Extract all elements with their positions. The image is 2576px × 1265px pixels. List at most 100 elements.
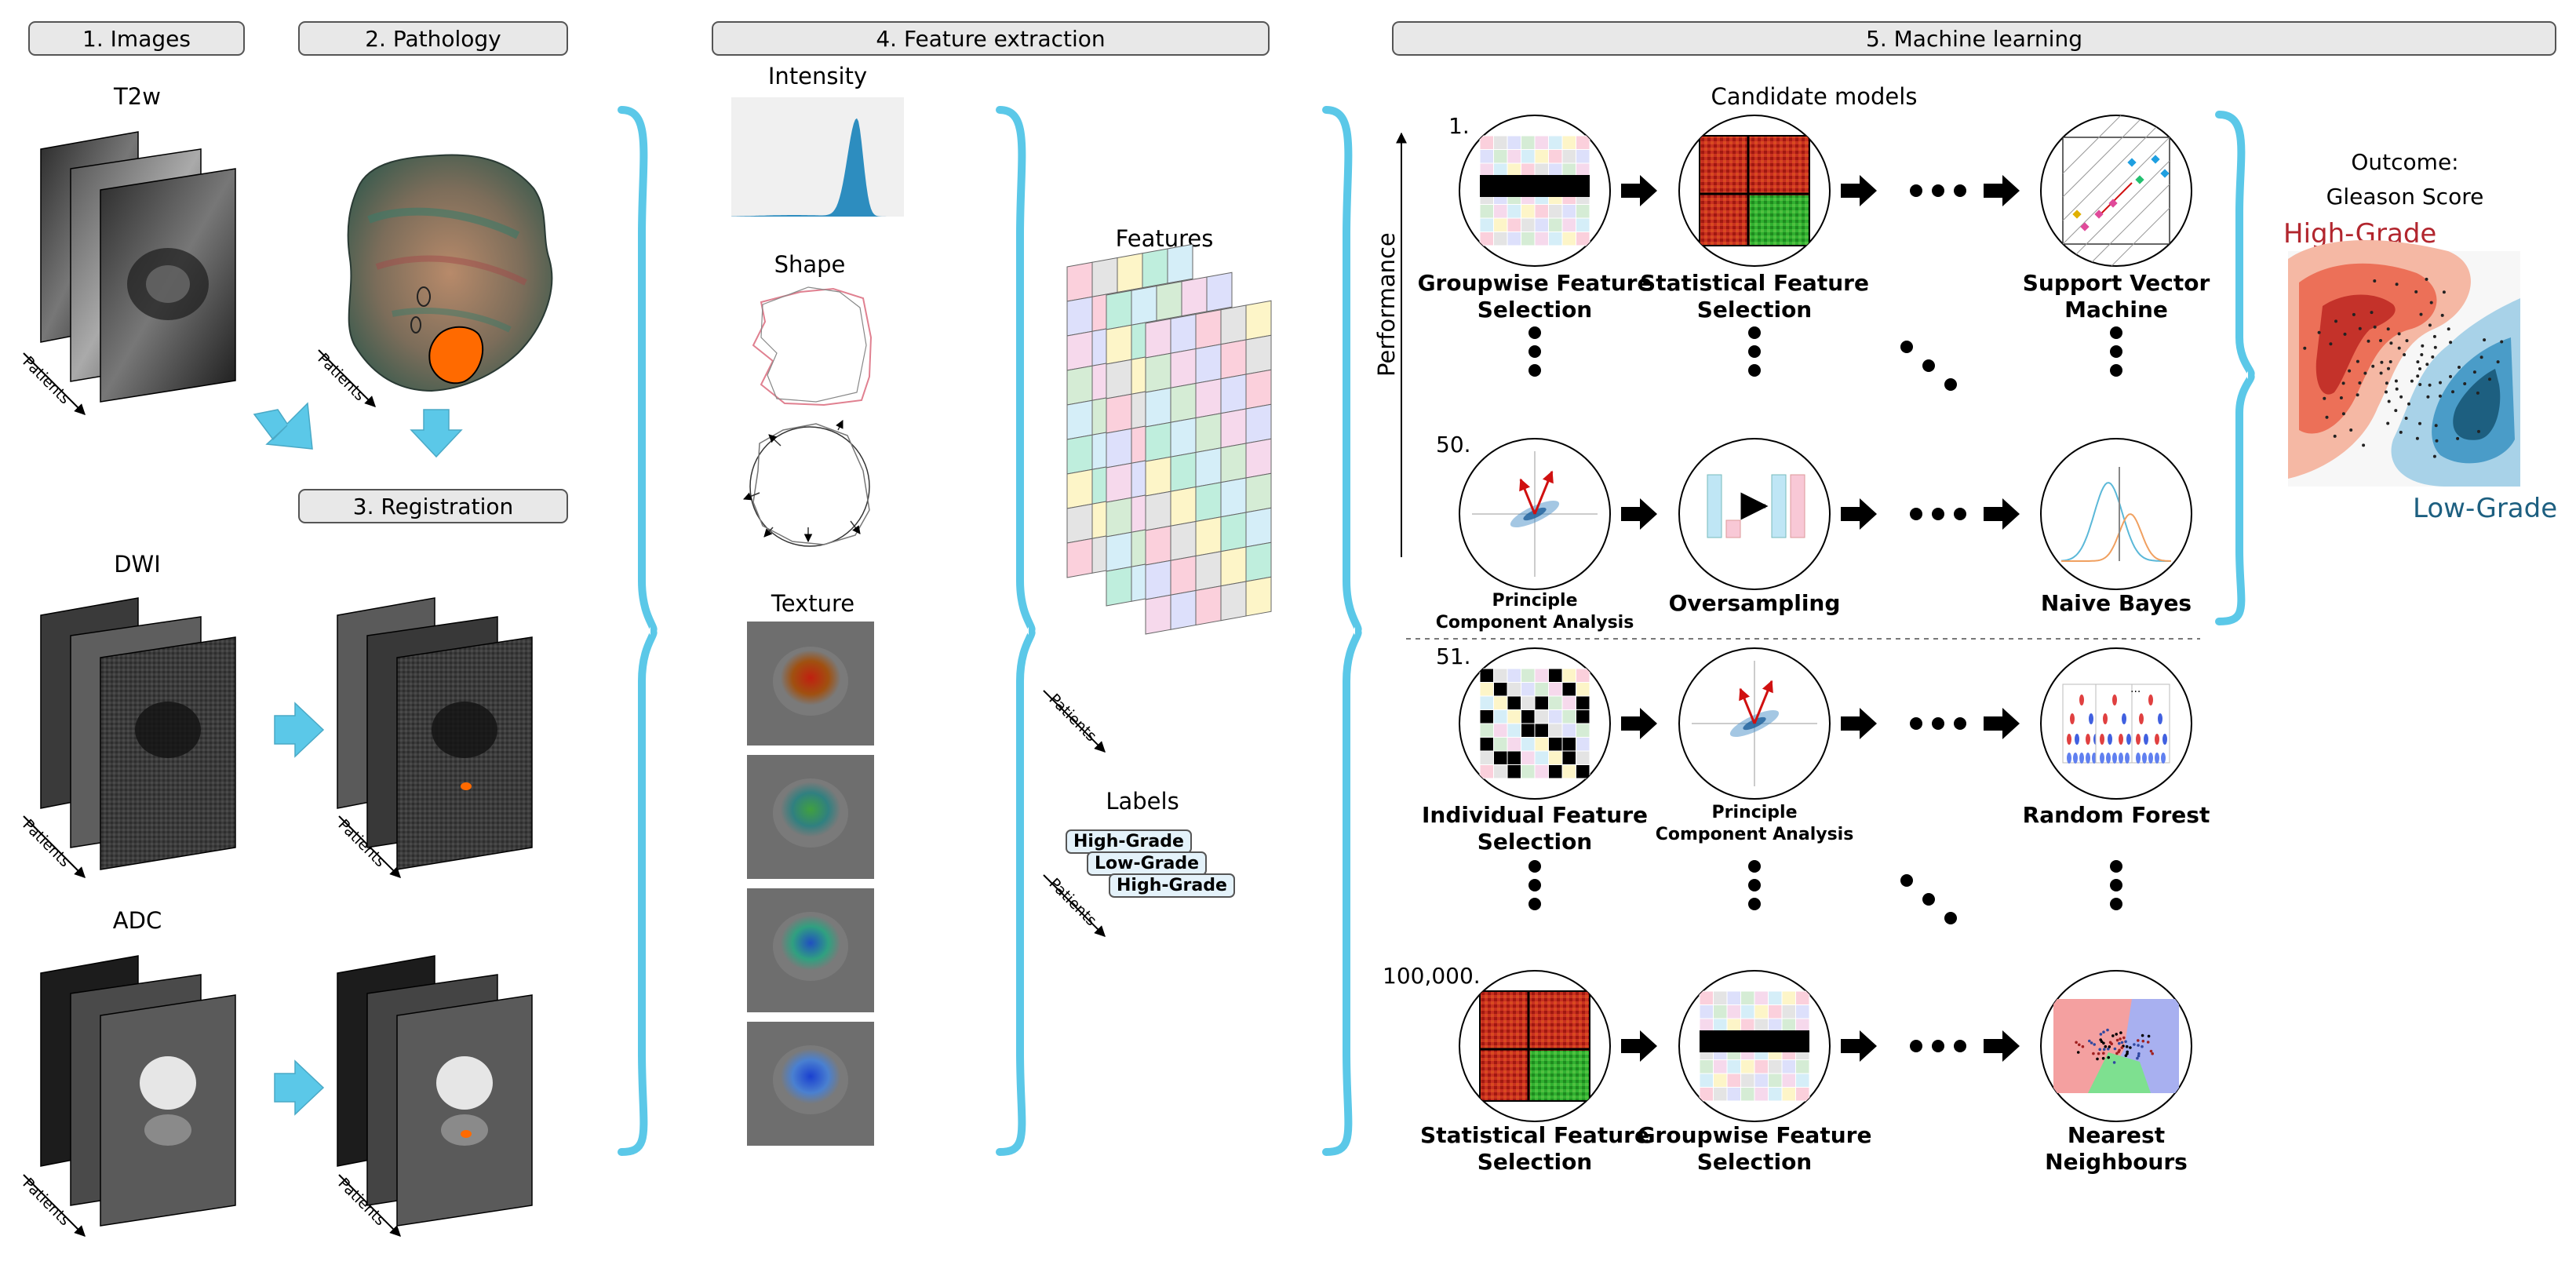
feature-cell bbox=[1220, 581, 1247, 622]
svm-margin bbox=[2062, 160, 2170, 266]
outcome-point bbox=[2395, 283, 2399, 286]
feature-cell bbox=[1145, 490, 1171, 531]
outcome-point bbox=[2303, 346, 2307, 350]
grid-cell bbox=[1507, 695, 1521, 710]
outcome-point bbox=[2399, 430, 2403, 434]
outcome-point bbox=[2388, 360, 2392, 363]
ellipsis-dot bbox=[2110, 326, 2122, 339]
flow-arrow bbox=[1841, 1030, 1877, 1062]
grid-cell bbox=[1493, 217, 1508, 232]
outcome-point bbox=[2341, 412, 2345, 416]
label-card-3: High-Grade bbox=[1109, 873, 1235, 898]
knn-point bbox=[2141, 1039, 2145, 1043]
label-card-2: Low-Grade bbox=[1087, 851, 1208, 876]
grid-cell bbox=[1561, 764, 1576, 779]
grid-cell bbox=[1576, 737, 1590, 752]
grid-cell bbox=[1699, 1087, 1714, 1102]
knn-point bbox=[2125, 1044, 2129, 1048]
model-label-r2c2: Oversampling bbox=[1669, 590, 1841, 617]
grid-cell bbox=[1493, 764, 1508, 779]
ellipsis-dot bbox=[1954, 508, 1966, 520]
grid-cell bbox=[1795, 1073, 1810, 1088]
grid-cell bbox=[1521, 682, 1536, 697]
outcome-point bbox=[2428, 323, 2432, 327]
grid-cell bbox=[1781, 1004, 1796, 1019]
svm-point bbox=[2080, 222, 2090, 231]
outcome-point bbox=[2456, 436, 2460, 440]
knn-point bbox=[2075, 1041, 2078, 1044]
outcome-point bbox=[2418, 367, 2421, 370]
grid-cell bbox=[1479, 149, 1494, 164]
rf-node bbox=[2067, 734, 2071, 745]
outcome-point bbox=[2341, 381, 2345, 385]
rf-leaf bbox=[2136, 753, 2141, 764]
outcome-point bbox=[2405, 339, 2409, 343]
knn-point bbox=[2102, 1041, 2105, 1045]
grid-cell bbox=[1534, 231, 1549, 246]
outcome-point bbox=[2348, 369, 2352, 373]
svm-point bbox=[2151, 155, 2160, 164]
feature-cell bbox=[1195, 378, 1222, 419]
grid-cell bbox=[1561, 737, 1576, 752]
knn-point bbox=[2151, 1052, 2154, 1055]
adc-stack bbox=[40, 955, 236, 1227]
ellipsis-dot bbox=[1954, 1040, 1966, 1052]
rf-node bbox=[2136, 734, 2141, 745]
grid-cell bbox=[1534, 750, 1549, 765]
svm-vector bbox=[2100, 182, 2133, 215]
grid-cell bbox=[1479, 764, 1494, 779]
selected-group-bar bbox=[1700, 1030, 1809, 1052]
feature-cell bbox=[1195, 413, 1222, 454]
feature-cell bbox=[1220, 443, 1247, 483]
ellipsis-dot bbox=[1900, 341, 1913, 353]
grid-cell bbox=[1493, 737, 1508, 752]
grid-cell bbox=[1768, 1018, 1783, 1033]
outcome-point bbox=[2362, 443, 2366, 447]
ellipsis-dot bbox=[1932, 508, 1944, 520]
grid-cell bbox=[1781, 1087, 1796, 1102]
feature-cell bbox=[1195, 551, 1222, 592]
grid-cell bbox=[1534, 204, 1549, 219]
feature-cell bbox=[1106, 497, 1132, 538]
grid-cell bbox=[1521, 149, 1536, 164]
knn-plot bbox=[2053, 999, 2179, 1093]
cyan-arrows-images bbox=[253, 402, 463, 1116]
grid-cell bbox=[1534, 764, 1549, 779]
outcome-point bbox=[2463, 382, 2467, 385]
outcome-point bbox=[2394, 409, 2398, 413]
feature-cell bbox=[1245, 472, 1272, 513]
grid-cell bbox=[1493, 723, 1508, 738]
flow-arrow bbox=[1841, 498, 1877, 530]
model-circle bbox=[2040, 438, 2192, 590]
feature-cell bbox=[1170, 589, 1197, 630]
ellipsis-dot bbox=[1748, 326, 1761, 339]
grid-cell bbox=[1740, 990, 1755, 1005]
grid-cell bbox=[1548, 162, 1563, 177]
flow-arrow bbox=[1621, 175, 1657, 206]
svm-point bbox=[2160, 169, 2170, 178]
outcome-point bbox=[2432, 454, 2436, 458]
ellipsis-dot bbox=[2110, 860, 2122, 873]
outcome-point bbox=[2366, 339, 2370, 343]
nb-curve-2 bbox=[2061, 513, 2171, 562]
outcome-point bbox=[2339, 396, 2343, 399]
ellipsis-dot bbox=[1932, 184, 1944, 197]
outcome-point bbox=[2416, 360, 2420, 364]
outcome-point bbox=[2410, 379, 2414, 383]
ellipsis-dot bbox=[1748, 345, 1761, 358]
label-card-1: High-Grade bbox=[1066, 829, 1192, 854]
model-label-line: Principle bbox=[1492, 591, 1578, 611]
grid-cell bbox=[1781, 1059, 1796, 1074]
outcome-point bbox=[2432, 334, 2436, 338]
outcome-point bbox=[2451, 390, 2454, 394]
model-label-line: Groupwise Feature bbox=[1637, 1122, 1872, 1148]
header-machine-learning: 5. Machine learning bbox=[1392, 21, 2556, 56]
flow-arrows bbox=[1528, 175, 2122, 1062]
grid-cell bbox=[1726, 1059, 1741, 1074]
correlation-matrix bbox=[1699, 135, 1810, 246]
outcome-point bbox=[2414, 290, 2418, 293]
outcome-point bbox=[2442, 290, 2446, 294]
flow-arrow bbox=[1984, 1030, 2020, 1062]
